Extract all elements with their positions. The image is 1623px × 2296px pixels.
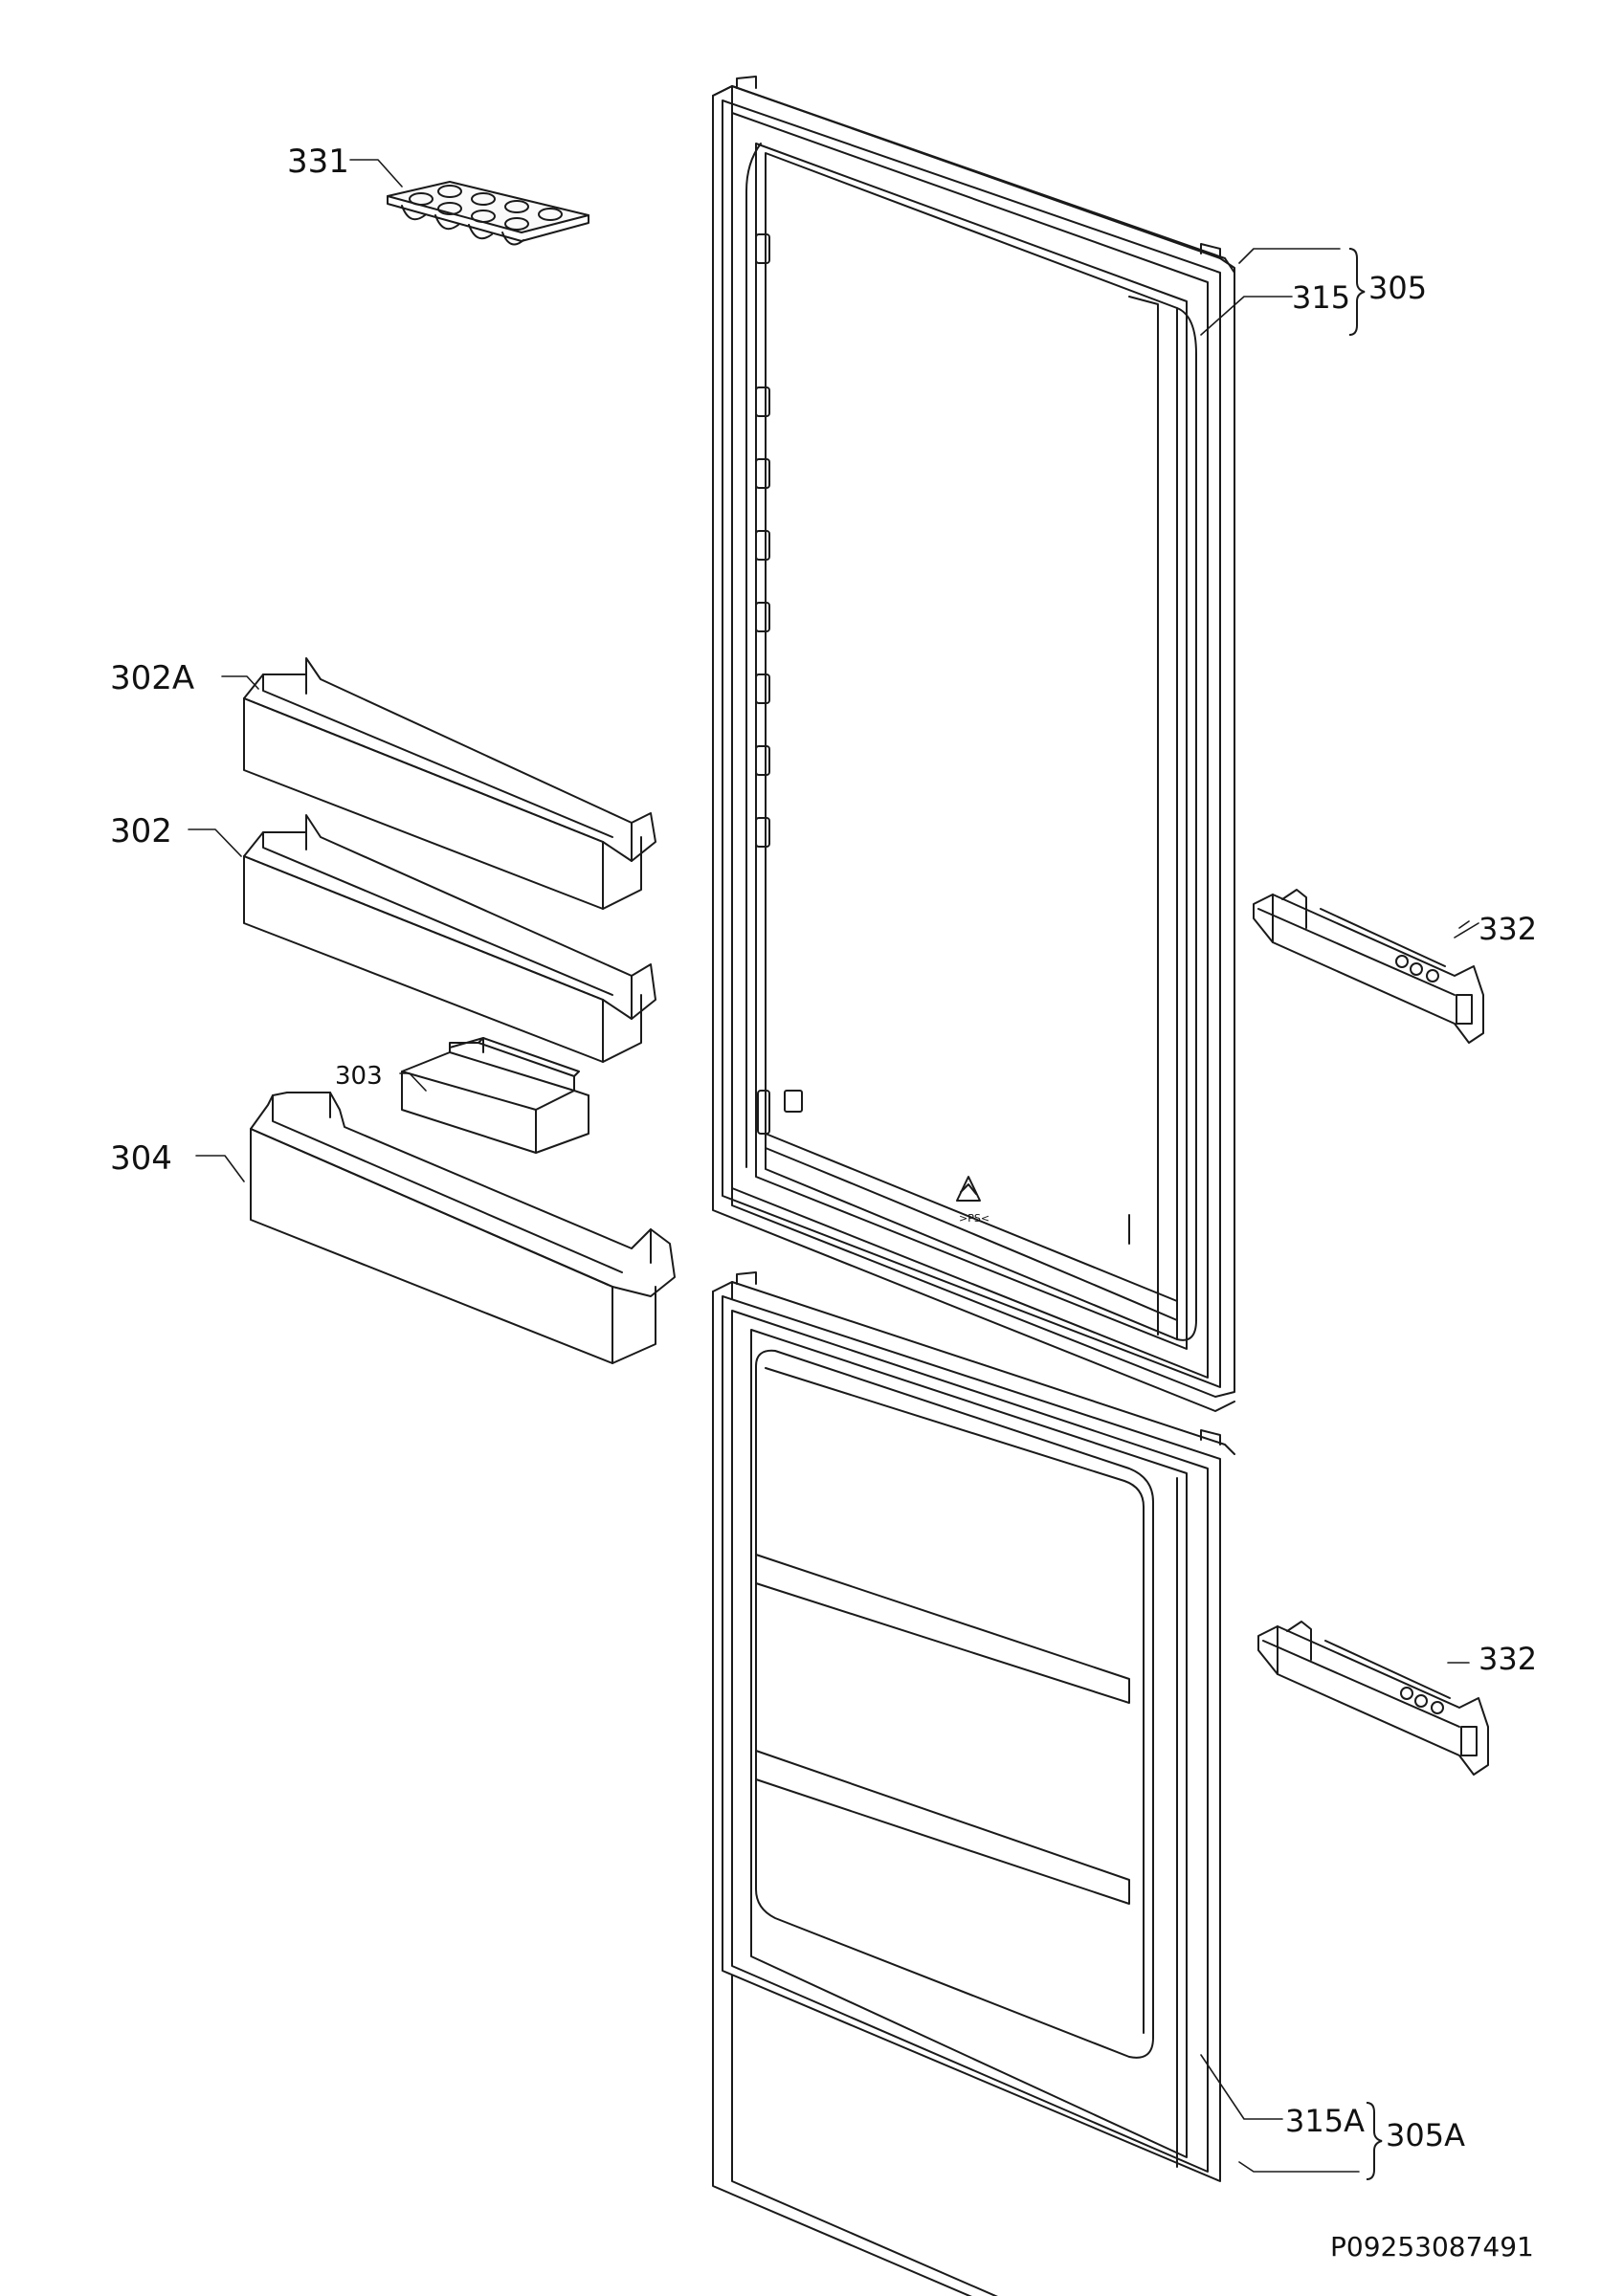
- reference-code: P09253087491: [1330, 2231, 1534, 2263]
- label-315: 315: [1292, 279, 1350, 316]
- label-332-upper: 332: [1478, 911, 1537, 947]
- lower-door-305a: [713, 1272, 1234, 2296]
- recycling-code: >PS<: [959, 1212, 989, 1225]
- label-304: 304: [110, 1139, 172, 1178]
- label-305a: 305A: [1386, 2117, 1465, 2153]
- label-315a: 315A: [1285, 2103, 1365, 2139]
- recycling-triangle-icon: [957, 1177, 980, 1201]
- egg-tray: [388, 182, 589, 245]
- label-332-lower: 332: [1478, 1641, 1537, 1677]
- bracket-braces: [1349, 249, 1382, 2179]
- door-shelf-302a: [244, 658, 656, 909]
- door-shelf-302: [244, 815, 656, 1062]
- label-303: 303: [335, 1062, 383, 1091]
- label-331: 331: [287, 143, 349, 181]
- hinge-lower-332: [1258, 1622, 1488, 1775]
- bottle-shelf-304: [251, 1093, 675, 1363]
- small-box-303: [402, 1038, 589, 1153]
- upper-door-305: [713, 77, 1234, 1411]
- label-305: 305: [1368, 270, 1427, 306]
- hinge-upper-332: [1254, 890, 1483, 1043]
- label-302: 302: [110, 812, 172, 850]
- leader-lines: [189, 160, 1478, 2172]
- label-302a: 302A: [110, 659, 194, 697]
